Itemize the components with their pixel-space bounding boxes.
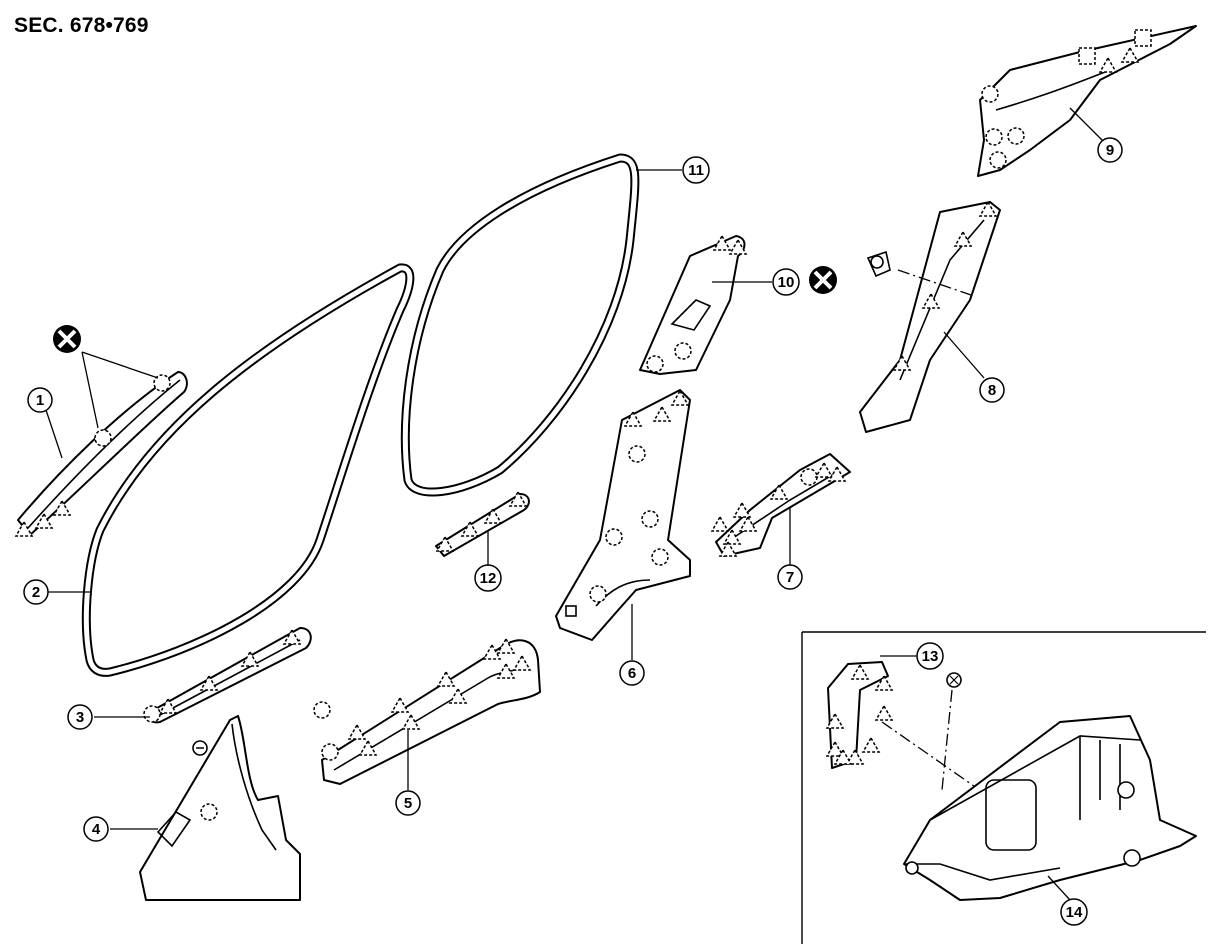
callout-14: 14 <box>1060 898 1088 926</box>
callout-10: 10 <box>772 268 800 296</box>
callout-2: 2 <box>23 579 49 605</box>
section-title: SEC. 678•769 <box>14 14 149 37</box>
non-reusable-marker-1-icon <box>53 325 81 353</box>
callout-11: 11 <box>682 156 710 184</box>
callout-7: 7 <box>777 564 803 590</box>
callout-5: 5 <box>395 790 421 816</box>
callout-1: 1 <box>27 387 53 413</box>
bolt-icon <box>905 781 1141 875</box>
svg-text:8: 8 <box>988 382 996 399</box>
svg-text:14: 14 <box>1066 904 1083 921</box>
svg-text:4: 4 <box>92 821 101 838</box>
part-4-dash-side-finisher <box>139 715 301 901</box>
callout-12: 12 <box>474 564 502 592</box>
part-7-rear-sill-plate <box>711 453 851 557</box>
callout-3: 3 <box>67 704 93 730</box>
push-clip-icon <box>866 250 891 278</box>
callout-8: 8 <box>979 377 1005 403</box>
part-6-center-pillar-lower-garnish <box>555 389 691 641</box>
svg-text:13: 13 <box>922 648 939 665</box>
part-12-seal-clip-strip <box>435 491 530 557</box>
svg-text:1: 1 <box>36 392 44 409</box>
svg-text:12: 12 <box>480 570 497 587</box>
part-3-front-kicking-plate <box>143 627 312 724</box>
part-11-rear-door-weatherstrip <box>400 153 640 497</box>
svg-text:3: 3 <box>76 709 84 726</box>
part-5-rear-kicking-plate <box>313 638 541 785</box>
svg-text:10: 10 <box>778 274 795 291</box>
callout-6: 6 <box>619 660 645 686</box>
part-2-front-door-weatherstrip <box>81 263 415 677</box>
svg-text:2: 2 <box>32 584 40 601</box>
part-10-center-pillar-upper-garnish <box>639 235 747 375</box>
svg-text:7: 7 <box>786 569 794 586</box>
part-9-rear-pillar-upper-finisher <box>977 25 1197 177</box>
non-reusable-marker-10-icon <box>809 266 837 294</box>
part-1-front-pillar-garnish <box>15 371 188 537</box>
svg-text:11: 11 <box>688 162 704 179</box>
svg-text:9: 9 <box>1106 142 1114 159</box>
part-14-luggage-floor-box <box>903 715 1197 901</box>
svg-text:5: 5 <box>404 795 412 812</box>
callout-4: 4 <box>83 816 109 842</box>
part-13-luggage-side-clip <box>826 661 893 769</box>
bolt-icon <box>192 740 208 756</box>
callout-13: 13 <box>916 642 944 670</box>
callout-9: 9 <box>1097 137 1123 163</box>
part-8-rear-pillar-garnish <box>859 201 1001 433</box>
clip-fastener-icon <box>946 672 962 688</box>
svg-text:6: 6 <box>628 665 636 682</box>
